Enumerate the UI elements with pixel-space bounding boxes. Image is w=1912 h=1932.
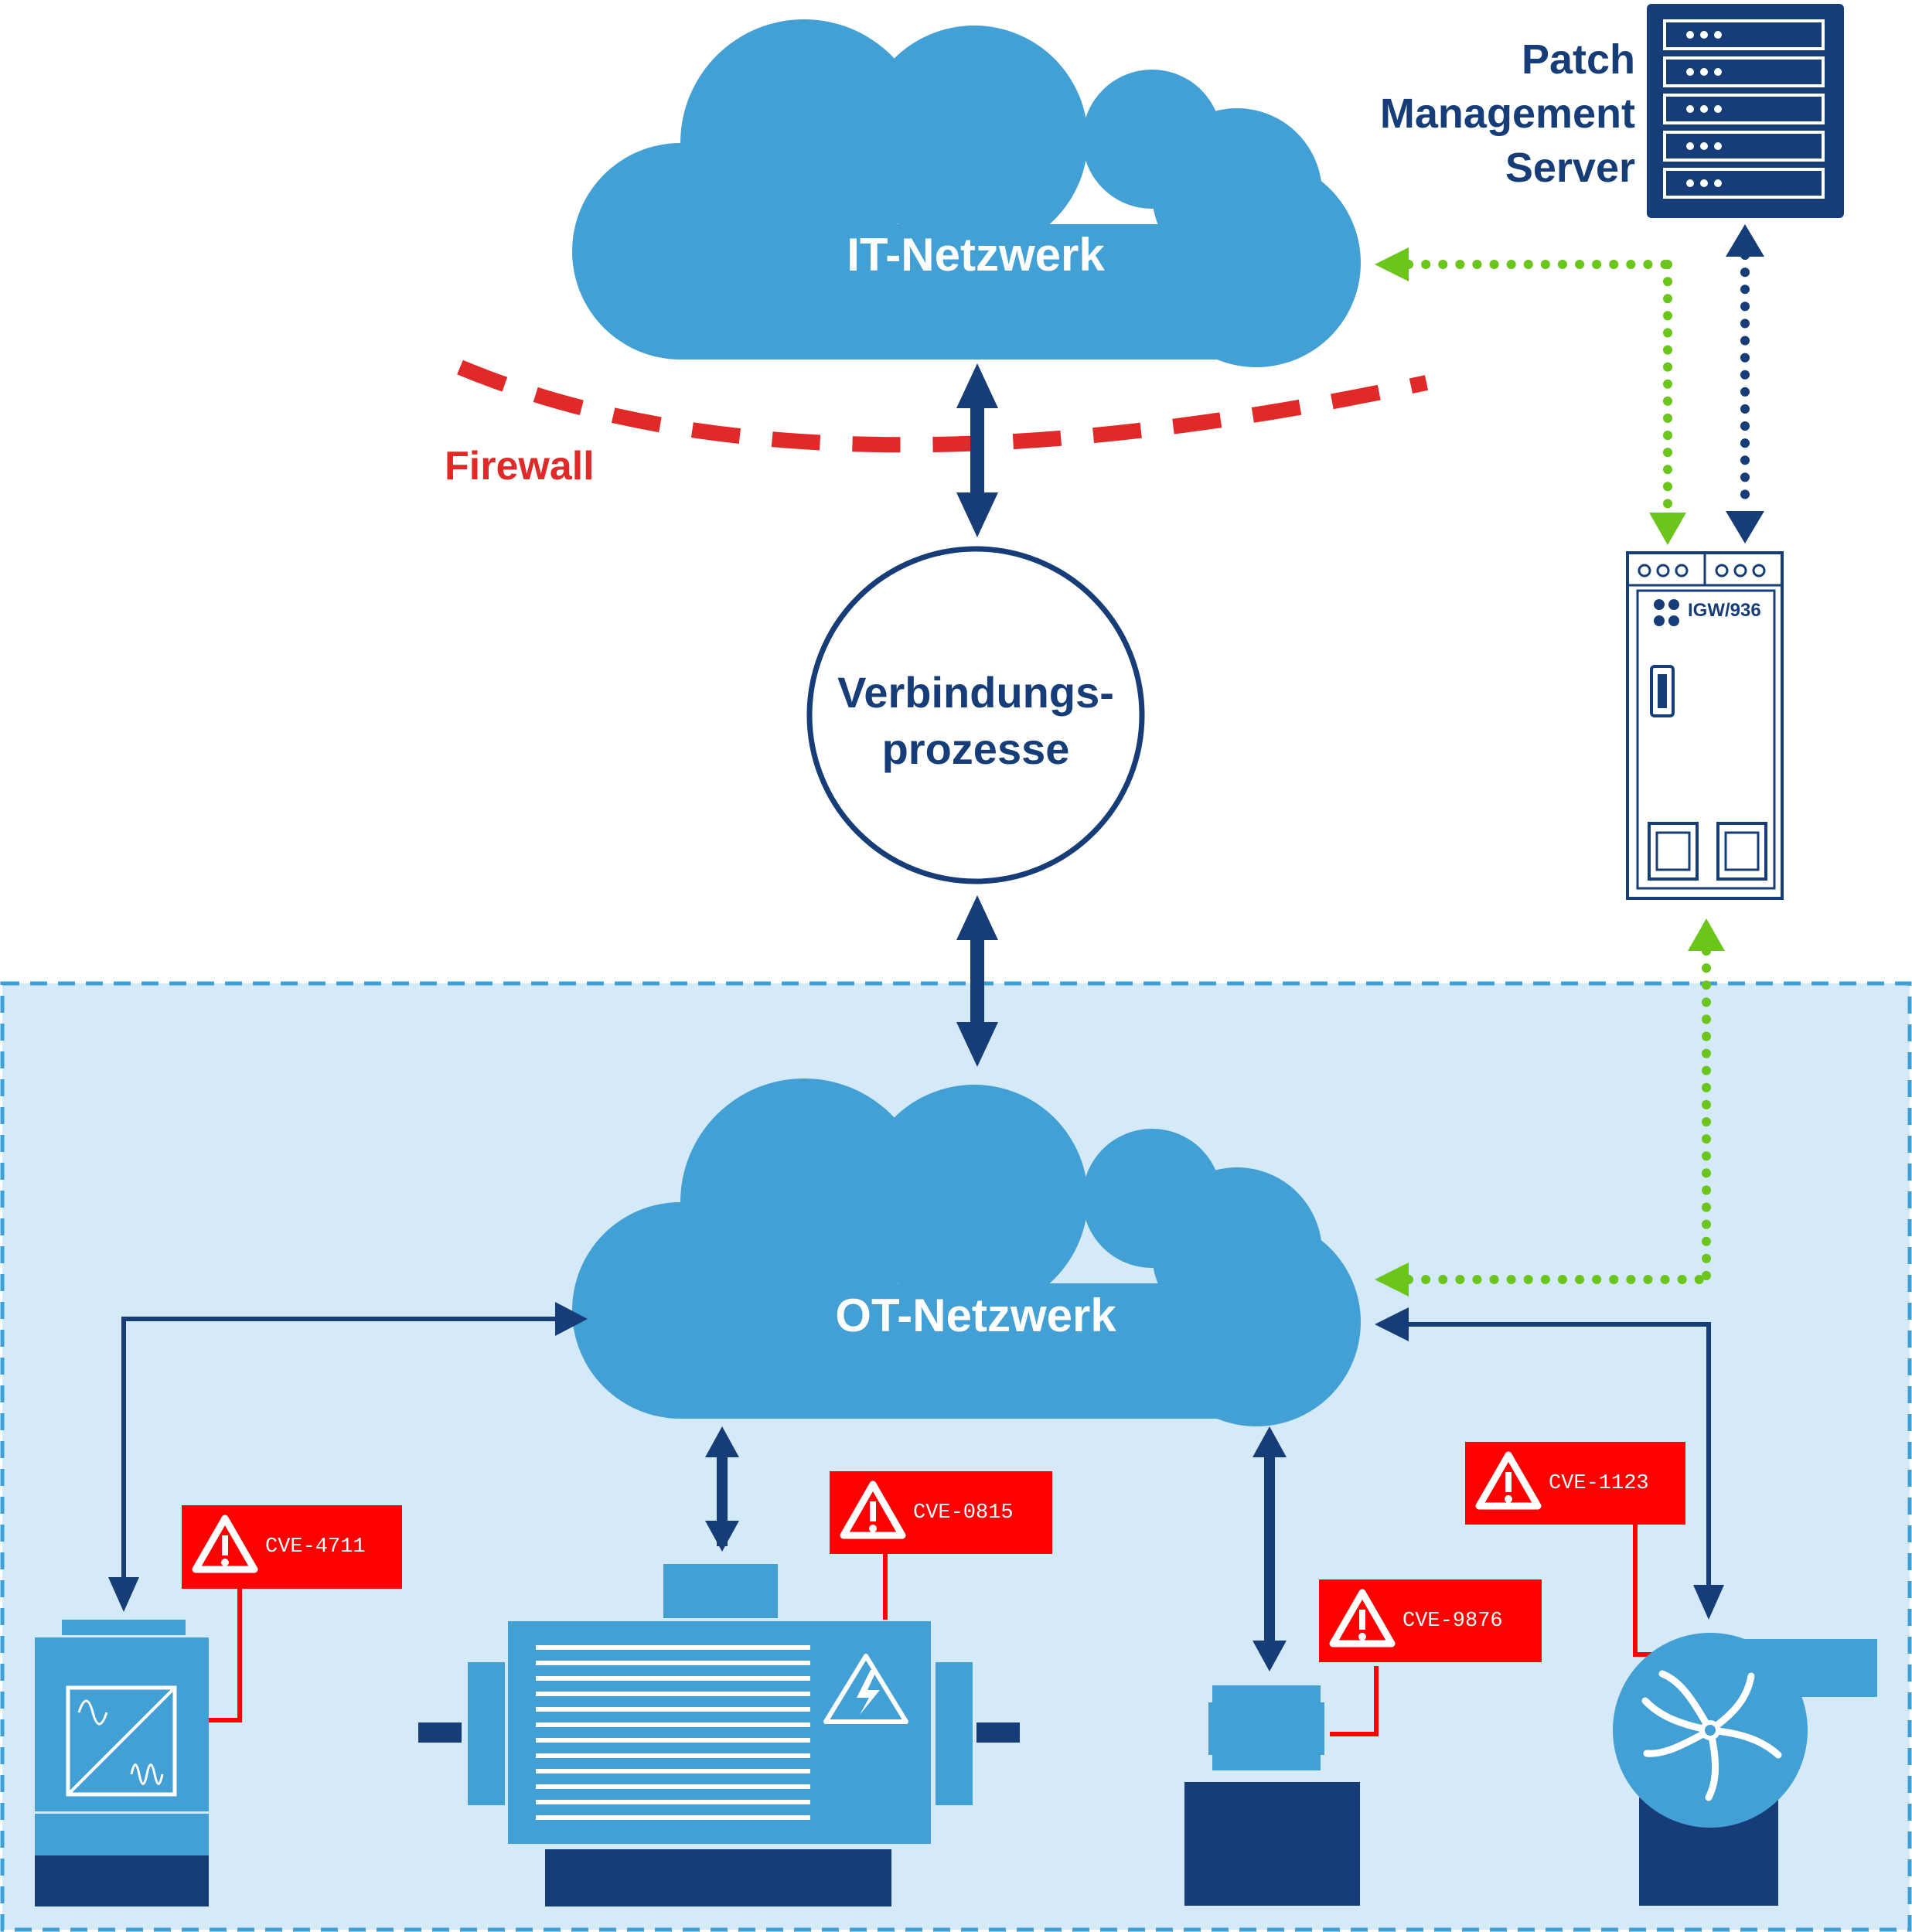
firewall-label: Firewall xyxy=(445,444,595,489)
patch-server-line3: Server xyxy=(1505,145,1635,191)
inverter-device xyxy=(35,1620,209,1906)
motor-device xyxy=(418,1564,1020,1906)
link-fan xyxy=(1375,1307,1724,1620)
it-network-label: IT-Netzwerk xyxy=(847,229,1105,281)
link-inverter xyxy=(121,1317,557,1577)
cve-0815-label: CVE-0815 xyxy=(913,1501,1014,1525)
cve-1123-label: CVE-1123 xyxy=(1549,1472,1649,1495)
connection-process-line1: Verbindungs- xyxy=(837,668,1114,717)
cve-badge-1123: CVE-1123 xyxy=(1465,1442,1685,1525)
arrow-it-to-process xyxy=(956,363,998,537)
gateway-it-link xyxy=(1375,247,1686,545)
connection-process-node: Verbindungs- prozesse xyxy=(806,546,1145,884)
gateway-device: IGW/936 xyxy=(1626,551,1784,900)
ot-network-cloud: OT-Netzwerk xyxy=(572,1078,1361,1426)
cve-9876-label: CVE-9876 xyxy=(1402,1610,1503,1633)
connection-process-line2: prozesse xyxy=(882,724,1070,773)
server-gateway-link xyxy=(1726,224,1764,543)
patch-server-label: Patch Management Server xyxy=(1380,36,1635,191)
gateway-model-label: IGW/936 xyxy=(1688,600,1761,621)
link-motor xyxy=(705,1426,739,1552)
it-network-cloud: IT-Netzwerk xyxy=(572,19,1361,367)
cve-badge-0815: CVE-0815 xyxy=(830,1471,1052,1554)
firewall-line xyxy=(457,359,1429,453)
drive-device xyxy=(1184,1685,1360,1906)
gateway-ot-link xyxy=(1375,918,1725,1297)
arrow-process-to-ot xyxy=(956,895,998,1067)
patch-server-line1: Patch xyxy=(1522,36,1635,83)
server-icon xyxy=(1647,4,1844,218)
link-drive xyxy=(1253,1426,1287,1671)
cve-badge-9876: CVE-9876 xyxy=(1319,1579,1542,1662)
fan-device xyxy=(1613,1633,1877,1906)
ot-network-label: OT-Netzwerk xyxy=(835,1290,1116,1341)
cve-4711-label: CVE-4711 xyxy=(265,1535,366,1559)
cve-badge-4711: CVE-4711 xyxy=(182,1505,402,1589)
patch-server-line2: Management xyxy=(1380,90,1635,137)
